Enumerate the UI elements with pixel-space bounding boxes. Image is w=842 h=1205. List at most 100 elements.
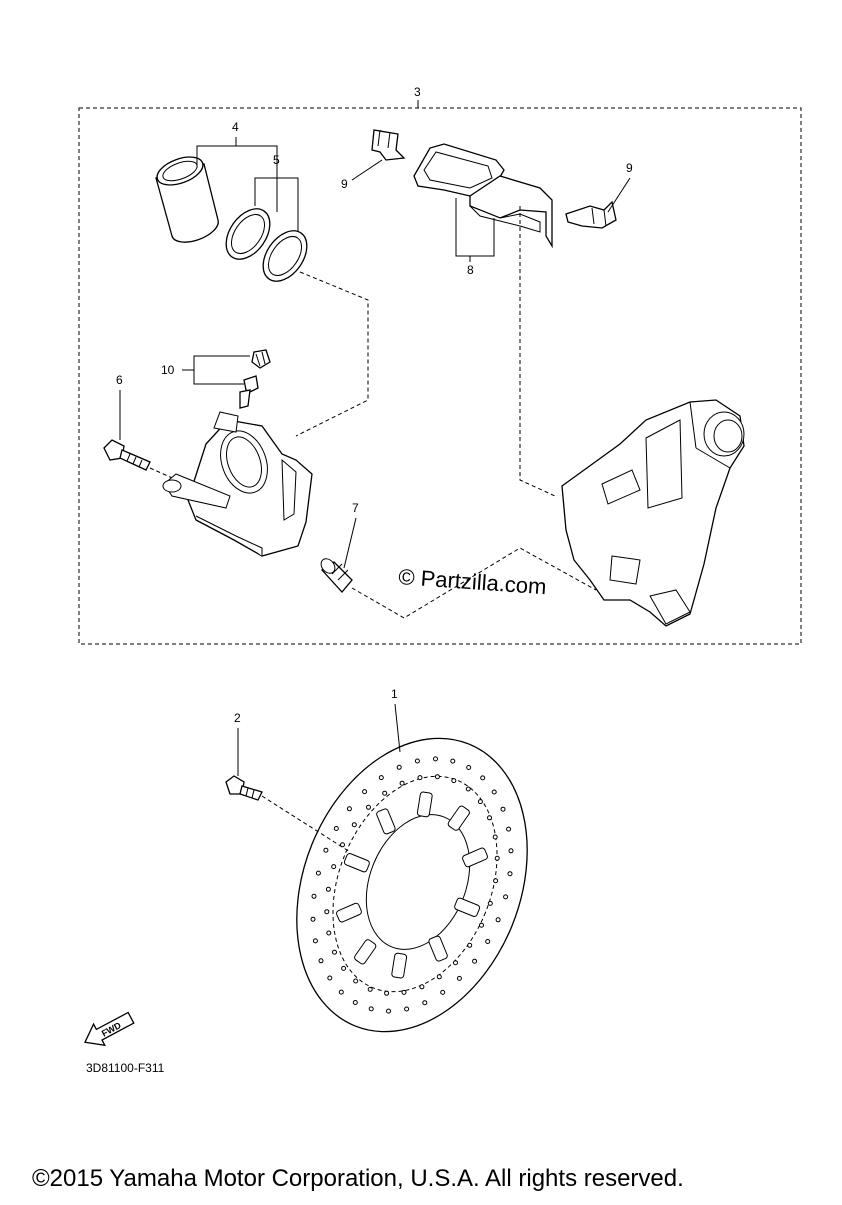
callout-1[interactable]: 1 [391, 687, 401, 753]
pad-clip-left-part[interactable] [371, 129, 406, 161]
brake-disc-part[interactable] [255, 704, 569, 1067]
disc-hole [323, 847, 329, 853]
disc-hole [352, 1000, 358, 1005]
disc-hole [491, 789, 497, 795]
disc-hole [338, 989, 344, 995]
disc-slot [354, 939, 377, 965]
disc-hole [351, 822, 357, 828]
disc-hole [384, 990, 390, 996]
disc-slot [416, 791, 433, 818]
disc-hole [506, 826, 512, 832]
disc-hole [341, 965, 347, 971]
disc-hole [417, 775, 423, 781]
disc-hole [434, 774, 440, 780]
disc-hole [466, 765, 472, 770]
callout-4[interactable]: 4 [196, 120, 278, 212]
svg-text:9: 9 [341, 177, 348, 191]
disc-hole [440, 989, 446, 995]
disc-hole [465, 786, 471, 792]
seal-part[interactable] [217, 201, 316, 290]
disc-hole [433, 756, 438, 762]
disc-hole [332, 949, 337, 955]
disc-hole [399, 780, 405, 786]
svg-text:4: 4 [232, 120, 239, 134]
svg-text:10: 10 [161, 363, 175, 377]
brake-pads-part[interactable] [413, 143, 553, 249]
disc-hole [353, 978, 359, 984]
disc-slot [391, 952, 408, 979]
disc-hole [451, 778, 457, 784]
disc-hole [485, 939, 491, 944]
disc-hole [479, 922, 484, 928]
disc-hole [327, 975, 333, 981]
disc-hole [331, 864, 337, 870]
disc-hole [495, 917, 501, 923]
disc-hole [507, 871, 513, 877]
pad-clip-right-part[interactable] [565, 200, 617, 229]
disc-hole [362, 789, 368, 795]
callout-6[interactable]: 6 [116, 373, 123, 440]
leader-seal-to-caliper [295, 271, 369, 437]
svg-text:8: 8 [467, 263, 474, 277]
disc-hole [325, 886, 331, 892]
disc-hole [414, 758, 420, 764]
disc-hole [487, 815, 492, 821]
svg-text:9: 9 [626, 161, 633, 175]
svg-text:6: 6 [116, 373, 123, 387]
disc-hole [396, 764, 402, 770]
disc-slot [376, 808, 396, 835]
disc-hole [487, 900, 493, 906]
diagram-code: 3D81100-F311 [86, 1061, 165, 1075]
bleed-screw-part[interactable] [239, 349, 271, 409]
disc-hole [503, 894, 509, 900]
disc-hole [315, 870, 321, 876]
leader-pin-to-bracket [351, 547, 597, 619]
caliper-assembly-box [78, 107, 802, 645]
disc-hole [508, 848, 514, 854]
disc-hole [340, 842, 345, 848]
piston-part[interactable] [153, 152, 219, 243]
disc-hole [436, 974, 442, 980]
caliper-bracket-part[interactable] [561, 399, 745, 627]
leader-bolt-to-disc [261, 795, 351, 853]
svg-text:7: 7 [352, 501, 359, 515]
disc-hole [378, 775, 384, 781]
callout-5[interactable]: 5 [254, 153, 299, 232]
disc-hole [467, 942, 473, 948]
callout-9-right[interactable]: 9 [607, 161, 633, 213]
disc-hole [326, 930, 332, 936]
disc-hole [382, 790, 388, 796]
caliper-body-part[interactable] [162, 411, 313, 557]
disc-hole [494, 855, 500, 861]
disc-hole [453, 960, 458, 966]
caliper-bolt-part[interactable] [103, 439, 151, 471]
disc-slot [336, 902, 362, 923]
disc-slot [343, 853, 370, 873]
disc-hole [366, 804, 371, 810]
slide-pin-part[interactable] [318, 556, 353, 593]
disc-hole [324, 909, 330, 915]
watermark: © Partzilla.com [398, 564, 548, 599]
disc-bolt-part[interactable] [225, 775, 263, 801]
copyright-notice: ©2015 Yamaha Motor Corporation, U.S.A. A… [32, 1165, 684, 1192]
disc-hole [477, 799, 483, 805]
disc-slot [462, 847, 488, 868]
disc-hole [346, 806, 352, 812]
callout-3[interactable]: 3 [414, 85, 421, 108]
disc-hole [450, 758, 456, 764]
disc-hole [422, 1000, 428, 1006]
disc-hole [310, 916, 316, 922]
disc-hole [404, 1006, 410, 1012]
callout-8[interactable]: 8 [455, 198, 495, 277]
disc-hole [472, 958, 478, 964]
disc-hole [419, 984, 425, 990]
callout-7[interactable]: 7 [343, 501, 359, 569]
callout-9-left[interactable]: 9 [341, 159, 383, 191]
disc-hole [367, 986, 373, 992]
callout-10[interactable]: 10 [161, 355, 250, 385]
forward-arrow-icon: FWD [84, 1011, 135, 1047]
callout-2[interactable]: 2 [234, 711, 241, 776]
disc-slot [428, 935, 448, 962]
disc-hole [312, 938, 318, 944]
